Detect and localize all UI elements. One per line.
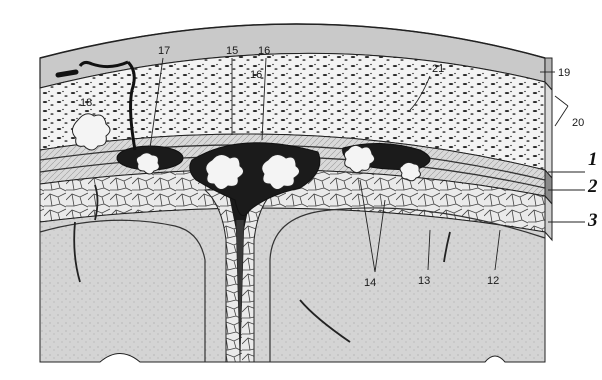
label-18: 18 [80,97,92,109]
label-13: 13 [418,275,430,287]
label-19: 19 [558,67,570,79]
label-17: 17 [158,45,170,57]
label-14: 14 [364,277,376,289]
label-15: 15 [226,45,238,57]
label-1: 1 [588,149,598,170]
label-16-top: 16 [258,45,270,57]
label-3: 3 [587,210,598,231]
label-12: 12 [487,275,499,287]
brain-cortex [40,208,545,362]
label-20: 20 [572,117,584,129]
label-21: 21 [432,63,444,75]
label-2: 2 [587,176,598,197]
label-16-inner: 16 [250,69,262,81]
